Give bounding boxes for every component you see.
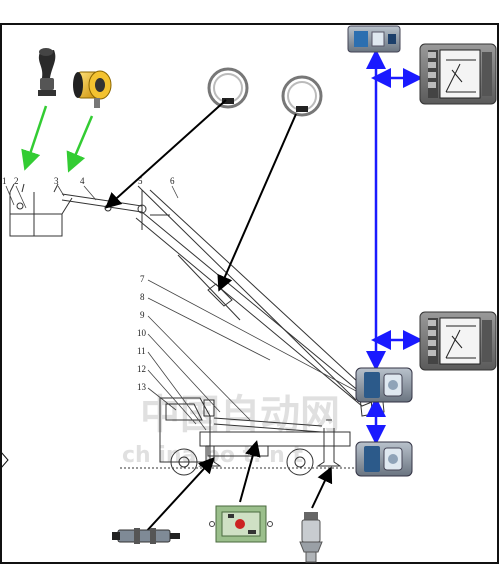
label-10: 10 <box>137 328 147 338</box>
frame-notch <box>0 451 9 469</box>
upper-boom <box>61 193 143 213</box>
black-arrows <box>105 99 333 535</box>
label-6: 6 <box>170 176 175 186</box>
green-arrows <box>21 105 94 173</box>
pressure-sensor-icon <box>299 512 323 563</box>
rear-wheel <box>286 448 314 476</box>
outrigger-rear <box>316 428 342 467</box>
joystick-icon <box>38 48 56 96</box>
label-4: 4 <box>80 176 85 186</box>
label-8: 8 <box>140 292 145 302</box>
front-wheel <box>170 448 198 476</box>
label-1: 1 <box>2 176 7 186</box>
controller-module-icon-2 <box>355 441 413 477</box>
display-monitor-icon-top <box>419 43 497 105</box>
part-number-labels: 1 2 3 4 5 6 7 8 9 10 11 12 13 <box>2 176 175 392</box>
watermark-main: 中国自动网 <box>140 392 340 438</box>
controller-module-icon-1 <box>355 367 413 403</box>
main-boom <box>135 211 373 407</box>
controller-module-icon-top <box>347 25 401 53</box>
label-7: 7 <box>140 274 145 284</box>
label-12: 12 <box>137 364 146 374</box>
work-platform-basket <box>9 192 73 237</box>
rotary-encoder-icon <box>73 70 112 108</box>
label-5: 5 <box>138 176 143 186</box>
label-leaders <box>5 185 359 431</box>
can-bus-lines <box>366 49 423 445</box>
angle-sensor-icon-2 <box>281 75 323 117</box>
label-3: 3 <box>54 176 59 186</box>
label-13: 13 <box>137 382 147 392</box>
display-monitor-icon-mid <box>419 311 497 371</box>
label-2: 2 <box>14 176 19 186</box>
truck-cab <box>159 397 211 463</box>
proximity-switch-icon <box>112 528 180 544</box>
diagram-frame <box>0 23 499 564</box>
angle-sensor-icon-1 <box>207 67 249 109</box>
label-11: 11 <box>137 346 146 356</box>
truck-chassis <box>199 431 351 447</box>
circuit-board-icon <box>209 505 273 543</box>
label-9: 9 <box>140 310 145 320</box>
